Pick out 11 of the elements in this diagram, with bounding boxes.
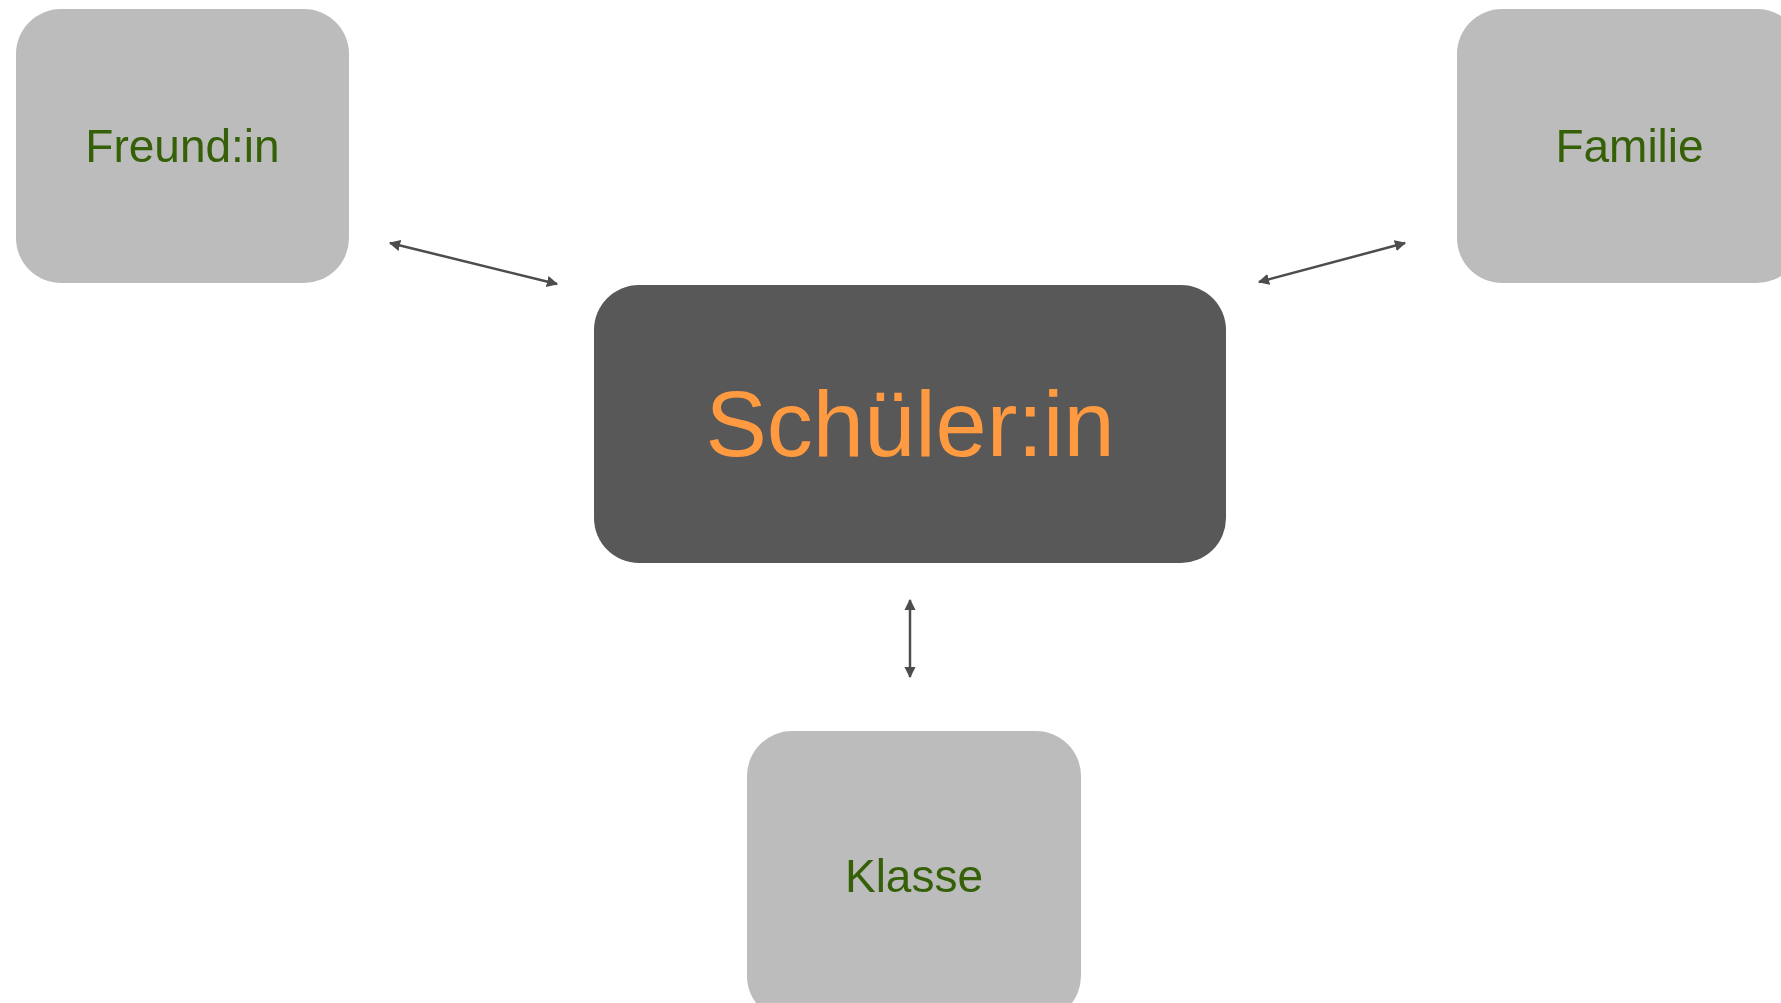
rounded-box [594, 285, 1226, 563]
box-label: Familie [1555, 119, 1704, 173]
box-label: Freund:in [85, 119, 280, 173]
box-label: Schüler:in [705, 371, 1115, 477]
double-arrow [1257, 240, 1407, 285]
rounded-box [1457, 9, 1781, 283]
double-arrow [388, 239, 559, 288]
rounded-box [747, 731, 1081, 1003]
double-arrow [904, 598, 916, 679]
rounded-box [16, 9, 349, 283]
box-label: Klasse [844, 849, 984, 903]
